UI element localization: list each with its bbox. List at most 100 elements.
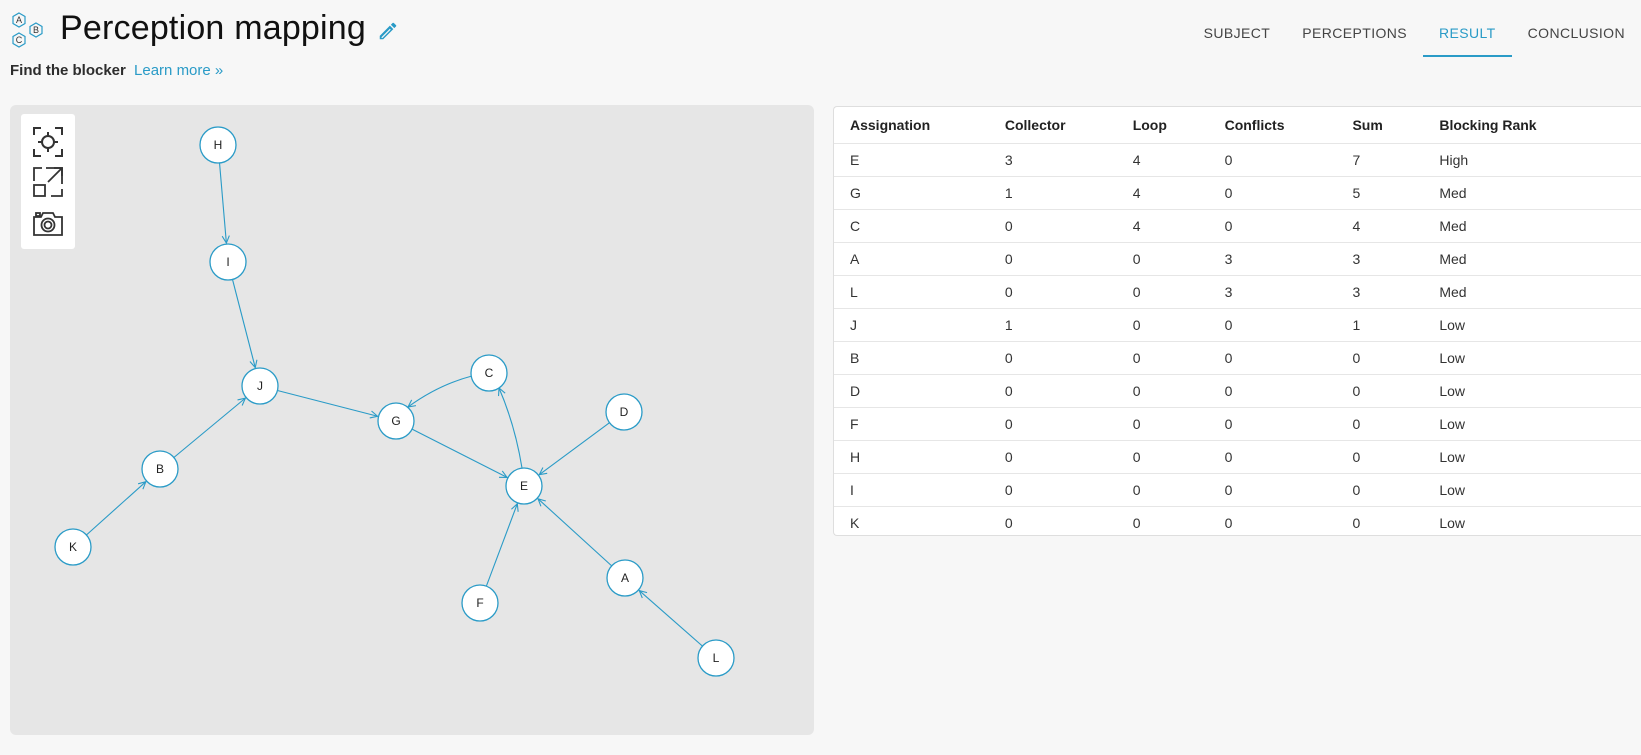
node-label: L [713,651,720,665]
table-cell-blocking-rank: Low [1423,407,1641,441]
node-circle[interactable] [461,584,499,622]
table-cell-conflicts: 3 [1208,275,1337,309]
tab-result[interactable]: RESULT [1423,0,1512,57]
logo-letter-c: C [16,35,23,45]
graph-node-a[interactable]: A [606,559,644,597]
node-label: I [226,255,229,269]
table-cell-conflicts: 0 [1208,440,1337,474]
edge-k-to-b [86,482,145,536]
graph-canvas[interactable]: H I J C G D B E K A F L [10,105,814,735]
edge-l-to-a [639,591,703,647]
tab-perceptions[interactable]: PERCEPTIONS [1302,25,1408,41]
column-header-collector[interactable]: Collector [988,107,1117,144]
table-cell-conflicts: 0 [1208,308,1337,342]
table-cell-assignation: E [834,143,989,177]
node-circle[interactable] [377,402,415,440]
node-circle[interactable] [505,467,543,505]
graph-toolbar [21,114,75,249]
node-circle[interactable] [606,559,644,597]
table-cell-loop: 0 [1116,440,1209,474]
node-label: F [476,596,483,610]
table-cell-sum: 3 [1336,275,1424,309]
table-cell-assignation: K [850,514,860,531]
graph-node-g[interactable]: G [377,402,415,440]
graph-node-b[interactable]: B [141,450,179,488]
column-header-sum[interactable]: Sum [1336,107,1424,144]
table-cell-loop: 0 [1132,514,1141,531]
table-cell-assignation: J [834,308,989,342]
graph-node-e[interactable]: E [505,467,543,505]
edge-b-to-j [173,398,246,458]
column-header-loop[interactable]: Loop [1116,107,1209,144]
fit-screen-icon[interactable] [32,166,64,198]
graph-node-c[interactable]: C [470,354,508,392]
column-header-conflicts[interactable]: Conflicts [1208,107,1337,144]
table-cell-collector: 1 [988,308,1117,342]
table-cell-collector: 0 [988,275,1117,309]
edge-i-to-j [231,279,255,367]
table-cell-collector: 1 [988,176,1117,210]
graph-node-d[interactable]: D [605,393,643,431]
table-cell-conflicts: 3 [1208,242,1337,276]
edge-j-to-g [277,389,377,416]
table-cell-assignation: H [834,440,989,474]
node-circle[interactable] [209,243,247,281]
node-circle[interactable] [199,126,237,164]
tab-subject[interactable]: SUBJECT [1203,25,1271,41]
recenter-icon[interactable] [32,126,64,158]
node-circle[interactable] [605,393,643,431]
node-label: G [391,414,400,428]
table-cell-collector: 0 [988,440,1117,474]
node-label: J [257,379,263,393]
table-cell-collector: 0 [988,242,1117,276]
graph-node-i[interactable]: I [209,243,247,281]
edge-e-to-c [499,388,523,469]
edge-f-to-e [485,504,517,587]
graph-node-j[interactable]: J [241,367,279,405]
table-cell-loop: 0 [1116,275,1209,309]
table-cell-sum: 0 [1336,374,1424,408]
tab-bar: SUBJECT PERCEPTIONS RESULT CONCLUSION [1188,0,1641,57]
graph-node-h[interactable]: H [199,126,237,164]
edge-a-to-e [538,499,613,567]
graph-node-f[interactable]: F [461,584,499,622]
table-cell-blocking-rank: Low [1439,514,1466,531]
node-circle[interactable] [470,354,508,392]
camera-icon[interactable] [32,208,64,240]
table-cell-loop: 4 [1116,143,1209,177]
table-cell-sum: 0 [1336,407,1424,441]
table-cell-collector: 0 [988,209,1117,243]
logo-letter-a: A [16,15,22,25]
perception-graph[interactable]: H I J C G D B E K A F L [10,105,814,735]
table-cell-blocking-rank: Low [1423,308,1641,342]
node-circle[interactable] [697,639,735,677]
node-circle[interactable] [54,528,92,566]
column-header-assignation[interactable]: Assignation [834,107,989,144]
tab-conclusion[interactable]: CONCLUSION [1527,25,1625,41]
table-cell-loop: 4 [1116,209,1209,243]
table-cell-conflicts: 0 [1208,209,1337,243]
subtitle-text: Find the blocker [10,62,126,79]
table-cell-assignation: B [834,341,989,375]
table-cell-sum: 5 [1336,176,1424,210]
pencil-edit-icon[interactable] [377,20,399,42]
learn-more-link[interactable]: Learn more » [134,62,224,79]
node-label: B [156,462,164,476]
table-cell-assignation: A [834,242,989,276]
table-cell-collector: 0 [988,374,1117,408]
node-circle[interactable] [141,450,179,488]
graph-node-k[interactable]: K [54,528,92,566]
node-label: E [520,479,528,493]
graph-node-l[interactable]: L [697,639,735,677]
table-cell-conflicts: 0 [1208,407,1337,441]
node-circle[interactable] [241,367,279,405]
column-header-blocking-rank[interactable]: Blocking Rank [1423,107,1641,144]
table-cell-loop: 0 [1116,341,1209,375]
table-cell-assignation: I [834,473,989,507]
